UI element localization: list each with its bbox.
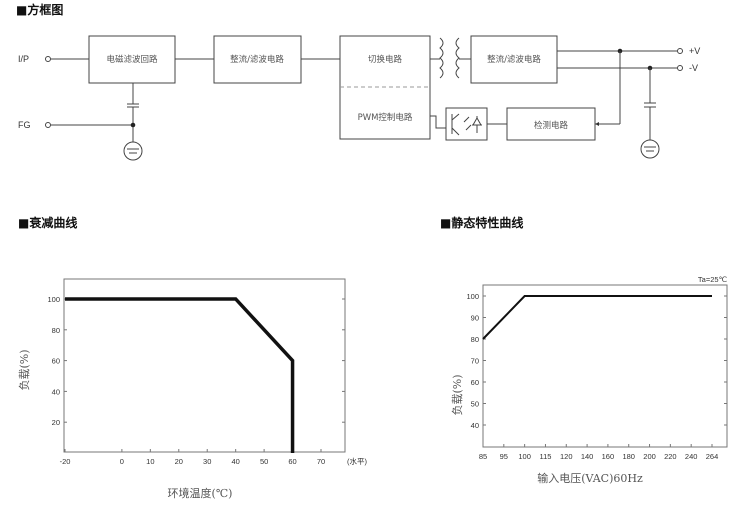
transformer-icon [430,37,471,79]
switching-label: 切换电路 [368,54,403,65]
input-ip-label: I/P [18,54,29,64]
neg-terminal [677,65,683,71]
output-pos-label: +V [689,46,700,56]
x-tick-label: 0 [120,457,124,466]
output-rectifier-block [470,35,558,84]
x-tick-label: 115 [539,452,551,461]
x-tick-label: 85 [479,452,487,461]
fg-terminal [45,122,51,128]
x-tick-label: 10 [146,457,154,466]
x-tick-label: 180 [622,452,635,461]
x-tick-label: 160 [602,452,615,461]
y-tick-label: 40 [471,421,479,430]
output-neg-label: -V [689,63,698,73]
x-axis-label: 环境温度(℃) [168,486,233,500]
ip-terminal [45,56,51,62]
x-tick-label: 95 [500,452,508,461]
block-diagram-title: ■方框图 [16,2,63,17]
y-tick-label: 60 [471,378,479,387]
x-tick-label: 140 [581,452,594,461]
y-axis-label: 负载(%) [450,374,464,415]
x-tick-label: 264 [706,452,719,461]
block-diagram: ■方框图 I/P FG 电磁滤波回路 整流/滤波电路 切换电路 PWM控制电路 [16,2,700,161]
y-tick-label: 60 [52,357,60,366]
derating-chart-title: ■衰减曲线 [18,215,77,230]
emi-filter-label: 电磁滤波回路 [106,54,158,65]
y-tick-label: 70 [471,357,479,366]
input-rectifier-label: 整流/滤波电路 [230,54,284,65]
ground-icon [123,141,143,161]
x-tick-label: 50 [260,457,268,466]
static-line [482,295,712,340]
x-tick-label: 20 [175,457,183,466]
static-chart-title: ■静态特性曲线 [440,215,523,230]
x-unit-note: (水平) [347,456,367,466]
output-rectifier-label: 整流/滤波电路 [487,54,541,65]
x-tick-label: 70 [317,457,325,466]
derating-chart: -20 0 10 20 30 40 50 60 70 (水平) 100 80 60 40 20 环境温度(℃)… [17,278,367,500]
y-tick-label: 80 [471,335,479,344]
x-tick-label: 200 [643,452,656,461]
static-characteristic-chart: Ta=25℃ 85 95 100 115 120 140 160 180 200 220 240 264… [450,275,728,485]
pos-terminal [677,48,683,54]
x-axis-label: 输入电压(VAC)60Hz [537,471,643,485]
x-tick-label: 240 [685,452,698,461]
y-tick-label: 80 [52,326,60,335]
y-tick-label: 20 [52,418,60,427]
y-axis-label: 负载(%) [17,349,31,390]
x-tick-label: 30 [203,457,211,466]
x-tick-label: 120 [560,452,573,461]
x-tick-label: -20 [60,457,71,466]
detection-label: 检测电路 [534,120,569,131]
x-tick-label: 60 [288,457,296,466]
input-fg-label: FG [18,120,31,130]
plot-area [482,284,728,448]
x-tick-label: 220 [664,452,677,461]
y-tick-label: 40 [52,387,60,396]
x-tick-label: 40 [231,457,239,466]
optocoupler-icon [445,107,488,141]
y-tick-label: 100 [47,295,60,304]
junction-dot [130,122,136,128]
ground-icon [640,139,660,159]
pwm-label: PWM控制电路 [358,112,413,123]
y-tick-label: 50 [471,400,479,409]
derating-line [65,297,295,453]
x-tick-label: 100 [518,452,531,461]
y-tick-label: 100 [466,292,479,301]
plot-area [63,278,346,453]
annotation: Ta=25℃ [698,275,728,284]
y-tick-label: 90 [471,314,479,323]
